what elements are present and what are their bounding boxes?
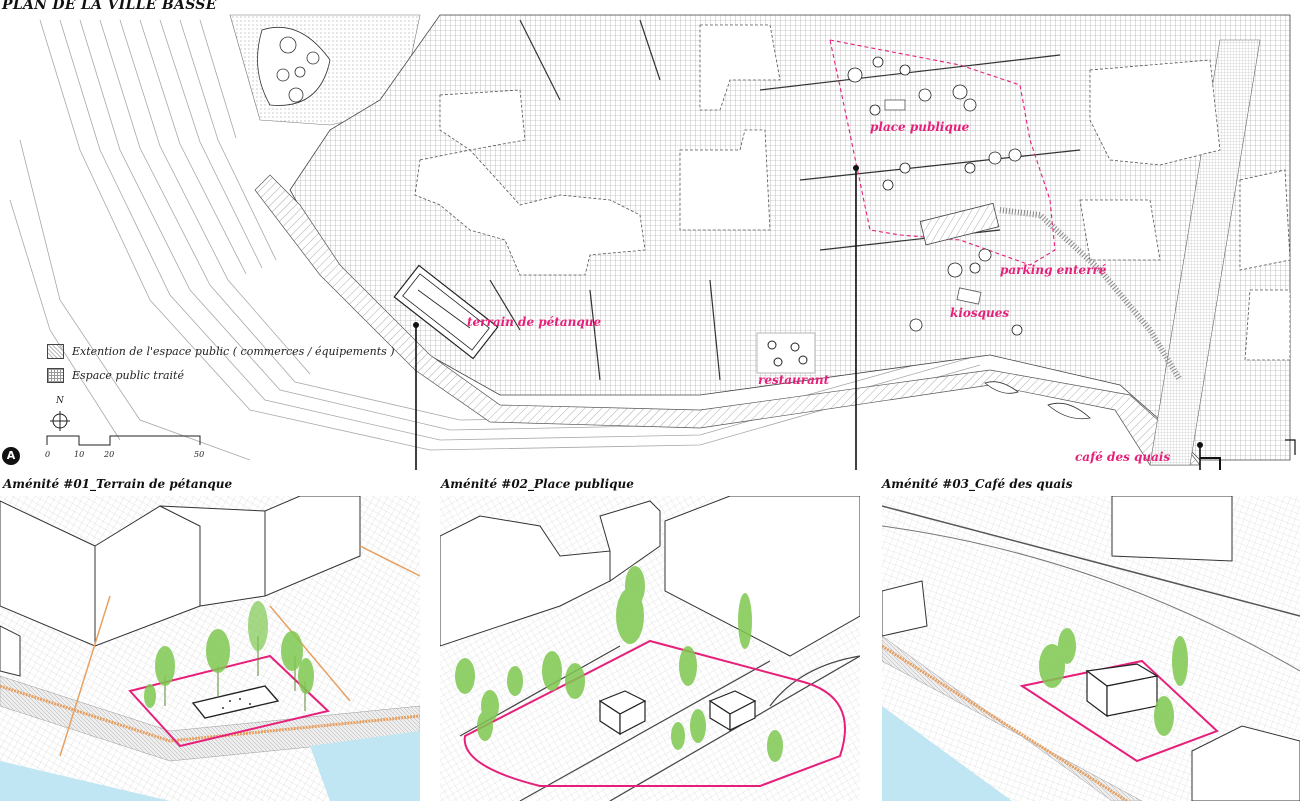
parking-ramp xyxy=(999,207,1183,382)
label-petanque: terrain de pétanque xyxy=(467,315,602,329)
section-marker-right xyxy=(1200,457,1221,470)
scale-50: 50 xyxy=(194,450,205,459)
label-restaurant: restaurant xyxy=(758,373,830,387)
amenity-view-place-publique xyxy=(440,496,860,801)
amenity-title-2: Aménité #02_Place publique xyxy=(441,477,634,491)
boats xyxy=(984,381,1091,420)
scale-20: 20 xyxy=(104,450,115,459)
scale-10: 10 xyxy=(74,450,85,459)
label-parking: parking enterré xyxy=(1000,263,1107,277)
amenity-title-3: Aménité #03_Café des quais xyxy=(882,477,1073,491)
leader-dots xyxy=(413,165,1203,448)
plaza-trees xyxy=(847,56,1023,336)
label-kiosques: kiosques xyxy=(950,306,1010,320)
legend-text-extension: Extention de l'espace public ( commerces… xyxy=(72,345,395,358)
trees-view2 xyxy=(455,566,783,762)
legend-swatch-extension xyxy=(47,344,64,359)
north-arrow-icon xyxy=(50,411,70,431)
plan-drawing xyxy=(9,14,1296,490)
amenity-view-petanque xyxy=(0,496,420,801)
amenity-title-1: Aménité #01_Terrain de pétanque xyxy=(3,477,233,491)
north-label: N xyxy=(56,396,64,406)
petanque-court-plan xyxy=(393,264,499,360)
site-plan: PLAN DE LA VILLE BASSE place publique pa… xyxy=(2,0,1296,490)
scale-bar xyxy=(46,435,201,446)
legend-item-treated: Espace public traité xyxy=(47,368,184,383)
legend-swatch-treated xyxy=(47,368,64,383)
section-badge: A xyxy=(2,447,20,465)
parking-entrance xyxy=(919,202,1000,246)
label-cafe: café des quais xyxy=(1075,450,1171,464)
kiosks xyxy=(884,99,982,305)
legend-text-treated: Espace public traité xyxy=(72,369,184,382)
trees-view3 xyxy=(1039,628,1188,736)
amenity-view-cafe xyxy=(882,496,1300,801)
contour-lines xyxy=(9,19,981,461)
place-publique-outline xyxy=(829,39,1056,266)
corner-mark xyxy=(1285,439,1296,455)
legend-item-extension: Extention de l'espace public ( commerces… xyxy=(47,344,395,359)
buildings xyxy=(414,24,1291,361)
label-place-publique: place publique xyxy=(870,120,970,134)
restaurant-terrace-plan xyxy=(756,332,816,374)
scale-0: 0 xyxy=(45,450,51,459)
page-title: PLAN DE LA VILLE BASSE xyxy=(2,0,217,13)
garden-trees xyxy=(257,26,331,106)
diagonal-street xyxy=(1149,39,1261,466)
trees-view1 xyxy=(144,601,314,711)
